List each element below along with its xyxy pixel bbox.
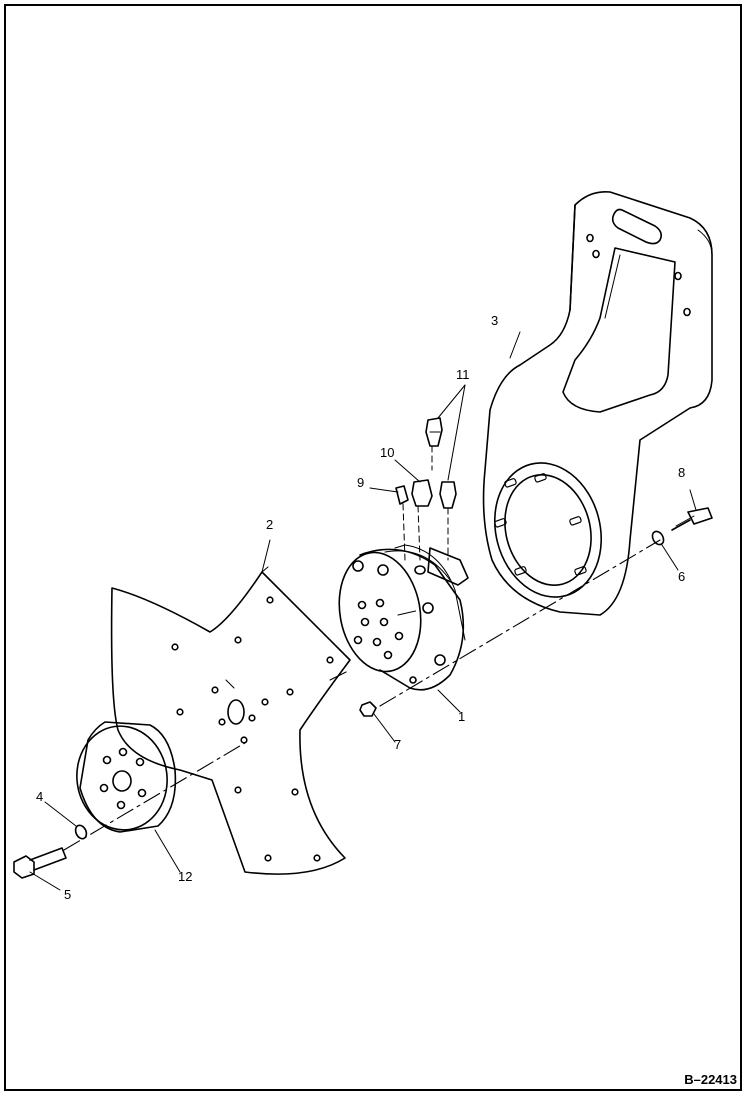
fitting-11b <box>439 481 457 561</box>
fitting-10 <box>411 479 433 561</box>
callout-7: 7 <box>394 737 402 752</box>
callout-11: 11 <box>456 367 470 382</box>
fitting-9 <box>395 485 409 561</box>
callout-4: 4 <box>36 789 44 804</box>
callout-6: 6 <box>678 569 686 584</box>
bolt-8 <box>671 507 713 531</box>
mounting-plate <box>110 566 351 875</box>
callout-3: 3 <box>491 313 499 328</box>
callout-10: 10 <box>380 445 395 460</box>
bolt-5 <box>13 847 67 879</box>
callout-1: 1 <box>458 709 466 724</box>
washer-6 <box>651 530 665 546</box>
callout-2: 2 <box>266 517 274 532</box>
nut-7 <box>359 701 377 717</box>
drawing-border <box>4 4 742 1091</box>
callout-9: 9 <box>357 475 365 490</box>
centerlines <box>63 539 661 851</box>
fitting-11a <box>425 417 443 471</box>
figure-code: B–22413 <box>684 1072 737 1087</box>
hydraulic-motor <box>338 544 469 691</box>
hub <box>76 721 177 833</box>
callout-12: 12 <box>178 869 193 884</box>
callout-5: 5 <box>64 887 72 902</box>
leader-lines <box>29 331 697 891</box>
mounting-bracket <box>482 190 713 616</box>
callout-8: 8 <box>678 465 686 480</box>
